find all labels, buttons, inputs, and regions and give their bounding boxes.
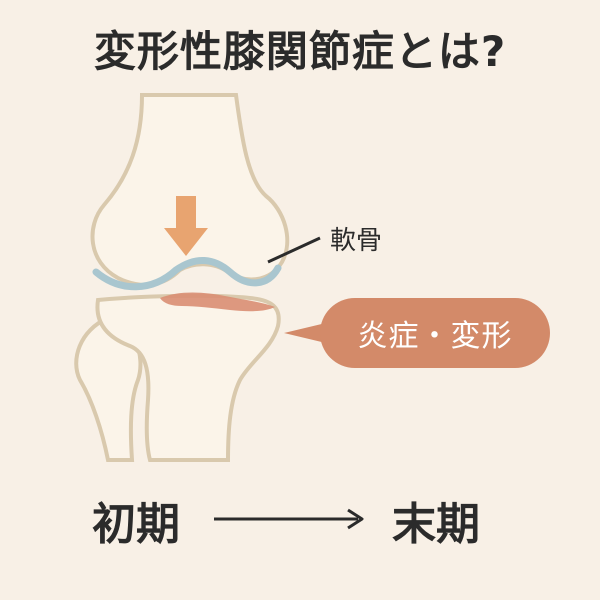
down-arrow-icon — [164, 196, 208, 256]
stage-early-label: 初期 — [92, 499, 180, 550]
tibia-bone — [95, 293, 281, 462]
inflammation-callout: 炎症・変形 — [320, 298, 550, 368]
femur-bone — [90, 93, 290, 287]
page-title: 変形性膝関節症とは? — [93, 27, 507, 76]
inflammation-label: 炎症・変形 — [357, 319, 513, 354]
cartilage-leader-line — [267, 236, 321, 264]
damaged-cartilage — [160, 292, 275, 312]
fibula-bone — [74, 315, 143, 462]
cartilage-layer — [92, 257, 282, 291]
stage-late-label: 末期 — [392, 499, 480, 550]
right-arrow-icon — [214, 508, 364, 530]
cartilage-label: 軟骨 — [330, 226, 383, 256]
progression-row: 初期 末期 — [0, 488, 600, 550]
bubble-pointer — [284, 322, 330, 344]
